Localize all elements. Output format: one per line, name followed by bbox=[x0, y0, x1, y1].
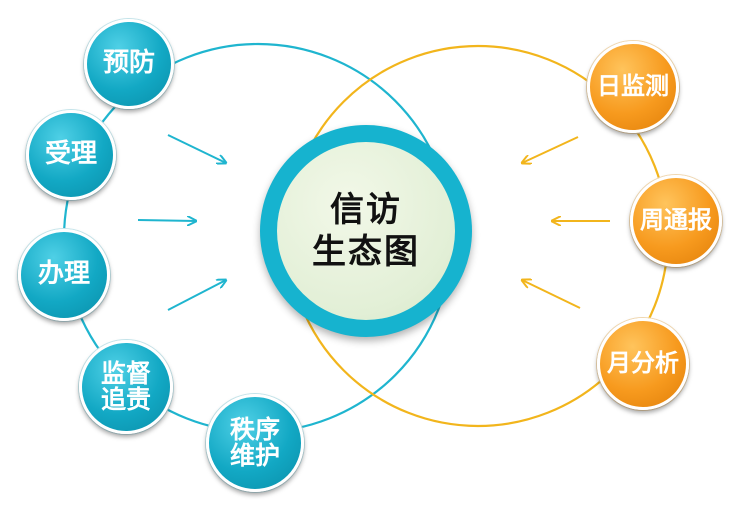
node-prevention-label: 预防 bbox=[102, 48, 155, 79]
center-node-inner: 信访 生态图 bbox=[277, 142, 455, 320]
node-supervision-line2: 追责 bbox=[100, 385, 151, 414]
node-acceptance-label: 受理 bbox=[44, 139, 97, 170]
node-supervision-accountability: 监督 追责 bbox=[79, 340, 173, 434]
node-handling: 办理 bbox=[18, 229, 110, 321]
right-arrow-bottom bbox=[522, 280, 581, 309]
node-order-line1: 秩序 bbox=[229, 414, 280, 444]
center-title-line2: 生态图 bbox=[312, 232, 420, 272]
node-handling-label: 办理 bbox=[37, 259, 90, 290]
right-arrow-top bbox=[522, 136, 579, 163]
node-order-line2: 维护 bbox=[229, 441, 280, 470]
node-order-maintenance: 秩序 维护 bbox=[206, 394, 304, 492]
center-node: 信访 生态图 bbox=[260, 125, 472, 337]
node-supervision-line1: 监督 bbox=[100, 358, 151, 388]
node-weekly-report: 周通报 bbox=[630, 175, 722, 267]
node-prevention: 预防 bbox=[84, 19, 174, 109]
left-arrow-bottom bbox=[167, 280, 226, 311]
node-acceptance: 受理 bbox=[26, 110, 116, 200]
node-monthly-analysis: 月分析 bbox=[597, 318, 689, 410]
node-daily-monitoring: 日监测 bbox=[587, 41, 679, 133]
left-arrow-middle bbox=[137, 220, 196, 221]
node-monthly-analysis-label: 月分析 bbox=[607, 349, 679, 378]
node-weekly-report-label: 周通报 bbox=[640, 206, 712, 235]
center-title-line1: 信访 bbox=[330, 189, 402, 230]
node-daily-monitoring-label: 日监测 bbox=[597, 72, 669, 101]
left-arrow-top bbox=[167, 134, 226, 163]
